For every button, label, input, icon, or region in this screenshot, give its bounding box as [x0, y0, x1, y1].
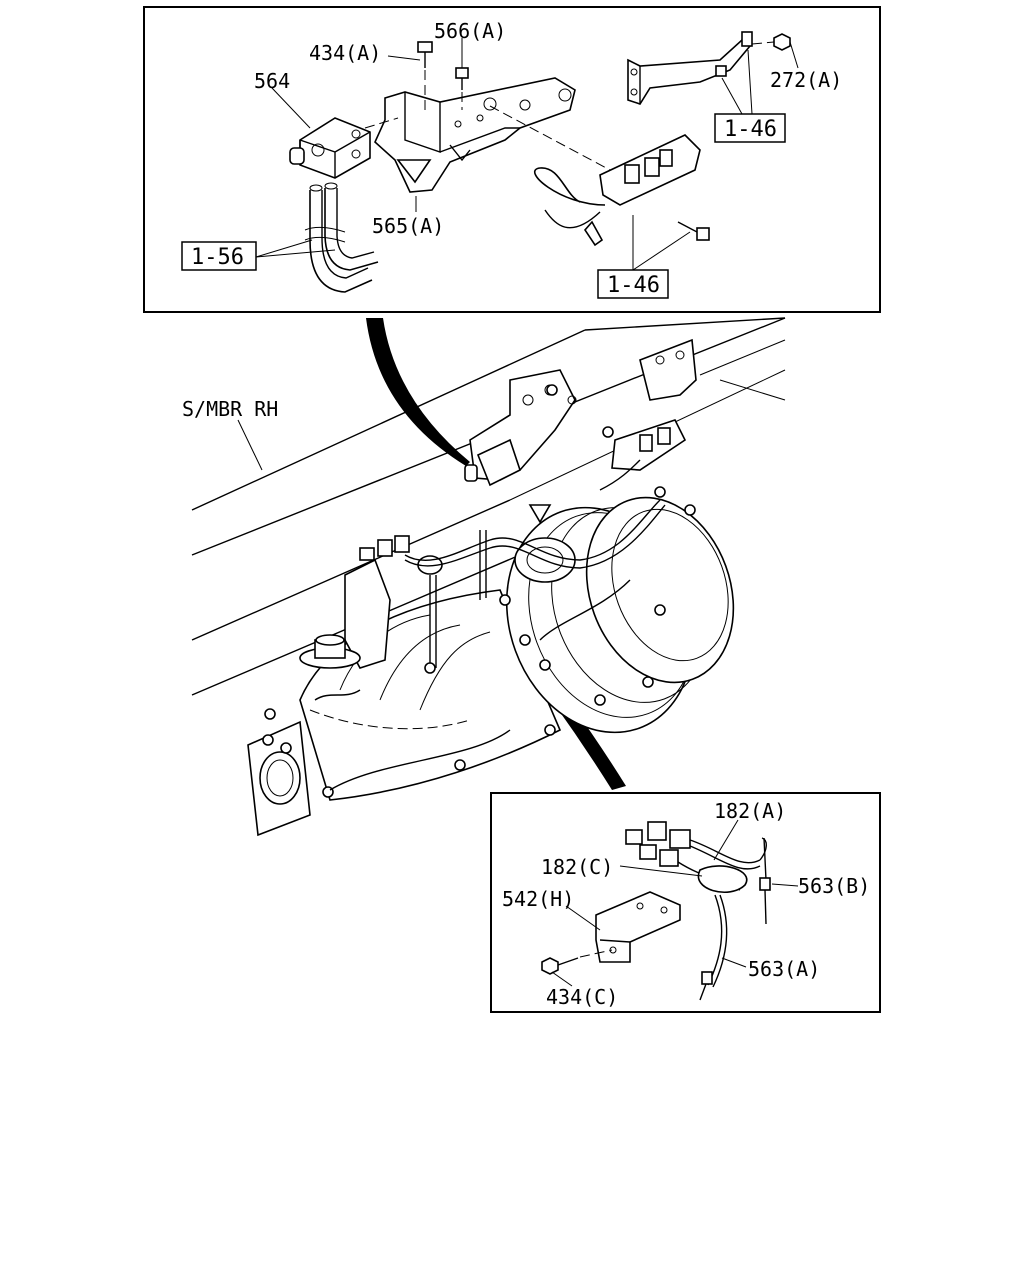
ref-1-56: 1-56: [191, 245, 244, 270]
pressure-sensor-564: [289, 117, 371, 179]
bottom-leaders: [551, 819, 799, 987]
install-line: [751, 41, 775, 45]
label-565a: 565(A): [372, 214, 444, 238]
bottom-detail-view: 182(A) 182(C) 563(B) 542(H) 563(A) 434(C…: [490, 792, 881, 1013]
top-detail-view: 434(A) 566(A) 564 565(A) 272(A) 1-46 1-4…: [143, 6, 881, 313]
label-434c: 434(C): [546, 985, 618, 1009]
label-564: 564: [254, 69, 290, 93]
install-line: [579, 949, 613, 958]
label-272a: 272(A): [770, 68, 842, 92]
temp-sensor-harness: [625, 821, 771, 1001]
install-line: [489, 105, 611, 171]
ref-1-46-upper: 1-46: [724, 117, 777, 142]
label-563b: 563(B): [798, 874, 870, 898]
ref-box-1-46-upper: [714, 113, 786, 143]
sensor-hoses: [304, 182, 379, 293]
harness-connector-block: [533, 134, 701, 247]
bolt-434a: [417, 41, 433, 68]
label-563a: 563(A): [748, 957, 820, 981]
wiring-harness-main: [314, 459, 666, 791]
smbr-leader: [237, 419, 263, 471]
label-smbr-rh: S/MBR RH: [182, 397, 278, 421]
ref-box-1-46-lower: [597, 269, 669, 299]
bolt-434c: [541, 957, 579, 975]
pointer-arrow-top: [366, 318, 470, 466]
label-182c: 182(C): [541, 855, 613, 879]
canister-bolts: [424, 384, 696, 771]
connector-bracket-installed: [611, 338, 697, 471]
inlet-flange: [247, 708, 334, 837]
upper-right-bracket: [627, 31, 753, 105]
label-434a: 434(A): [309, 41, 381, 65]
top-detail-frame: [143, 6, 881, 313]
connector-cluster-left: [359, 535, 443, 575]
bolt-lower: [677, 221, 710, 241]
nut-272a: [773, 33, 791, 51]
bracket-542h: [595, 891, 681, 963]
install-line: [364, 117, 399, 129]
label-542h: 542(H): [502, 887, 574, 911]
main-assembly-view: S/MBR RH: [182, 317, 786, 837]
label-566a: 566(A): [434, 19, 506, 43]
top-leaders: [255, 38, 799, 271]
ref-box-1-56: [181, 241, 257, 271]
sensor-bracket-installed: [464, 369, 577, 524]
ref-1-46-lower: 1-46: [607, 273, 660, 298]
mount-bracket-left: [299, 558, 391, 669]
label-182a: 182(A): [714, 799, 786, 823]
